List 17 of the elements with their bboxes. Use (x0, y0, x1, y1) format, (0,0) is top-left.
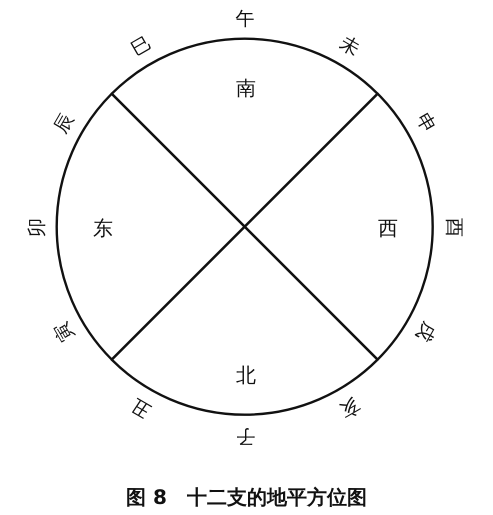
branch-label: 午 (236, 10, 254, 28)
branch-label: 戌 (412, 318, 438, 344)
branch-label: 未 (336, 34, 362, 60)
branch-label: 卯 (28, 218, 46, 236)
direction-label: 西 (378, 218, 398, 238)
branch-label: 亥 (336, 394, 362, 420)
caption: 图 8 十二支的地平方位图 (126, 487, 367, 507)
branch-label: 辰 (52, 110, 78, 136)
direction-label: 南 (236, 78, 256, 98)
branch-label: 申 (412, 110, 438, 136)
branch-label: 子 (236, 426, 254, 444)
branch-label: 酉 (444, 218, 462, 236)
branch-label: 丑 (128, 394, 154, 420)
direction-label: 北 (236, 364, 256, 385)
branch-label: 寅 (52, 318, 78, 344)
branch-label: 巳 (128, 34, 154, 60)
direction-label: 东 (92, 218, 113, 238)
